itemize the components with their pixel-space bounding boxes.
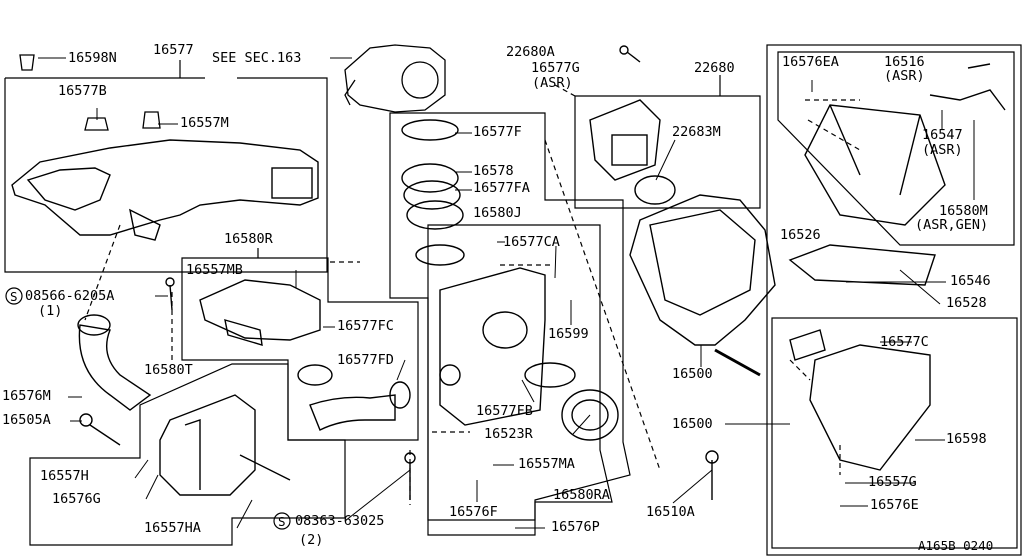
part-label-08566-6205A: 08566-6205A [25, 288, 115, 304]
part-label-16577FB: 16577FB [476, 403, 533, 419]
part-label-16577FD: 16577FD [337, 352, 394, 368]
group-frame-center [389, 112, 631, 536]
part-label-16580M: 16580M [939, 203, 988, 219]
air-filter-housing-16500 [629, 194, 776, 377]
part-label-16577FA: 16577FA [473, 180, 530, 196]
part-label-16580T: 16580T [144, 362, 193, 378]
hoses-and-clamps [77, 119, 619, 441]
part-label-16598N: 16598N [68, 50, 117, 66]
variant-note-asr-gen: (ASR,GEN) [915, 217, 989, 233]
clip-icons [19, 54, 161, 131]
part-label-16547: 16547 [922, 127, 963, 143]
part-label-16516: 16516 [884, 54, 925, 70]
part-label-16557G: 16557G [868, 474, 917, 490]
see-section-note: SEE SEC.163 [212, 50, 302, 66]
part-label-16576EA: 16576EA [782, 54, 839, 70]
resonator-16580R [199, 279, 321, 346]
standard-part-symbol-2 [273, 512, 291, 530]
part-label-22680: 22680 [694, 60, 735, 76]
part-label-16577B: 16577B [58, 83, 107, 99]
part-label-16500-lower: 16500 [672, 416, 713, 432]
part-label-16580RA: 16580RA [553, 487, 610, 503]
part-label-16557M: 16557M [180, 115, 229, 131]
group-frame-16580J [427, 224, 613, 521]
bolt-icons [79, 45, 991, 500]
part-label-16576F: 16576F [449, 504, 498, 520]
part-label-16577CA: 16577CA [503, 234, 560, 250]
part-label-16526: 16526 [780, 227, 821, 243]
group-frame-right [766, 44, 1022, 556]
part-label-16577FC: 16577FC [337, 318, 394, 334]
group-frame-16526 [777, 51, 1015, 246]
air-duct-16577 [11, 139, 319, 241]
mass-air-flow-sensor [589, 99, 676, 205]
group-frame-22680 [574, 95, 761, 209]
part-label-16576E: 16576E [870, 497, 919, 513]
part-label-16577C: 16577C [880, 334, 929, 350]
part-label-16557MB: 16557MB [186, 262, 243, 278]
part-label-16577G: 16577G [531, 60, 580, 76]
throttle-body-sketch [344, 44, 446, 113]
part-label-16500-housing: 16500 [672, 366, 713, 382]
part-label-16557H: 16557H [40, 468, 89, 484]
air-box-center [439, 267, 546, 426]
part-label-16599: 16599 [548, 326, 589, 342]
part-label-08363-63025: 08363-63025 [295, 513, 385, 529]
part-label-16578: 16578 [473, 163, 514, 179]
part-label-16577: 16577 [153, 42, 194, 58]
standard-part-letter-s-1: S [10, 289, 18, 304]
part-label-16580R: 16580R [224, 231, 273, 247]
quantity-note-1: (1) [38, 303, 63, 319]
group-frame-16528 [771, 317, 1018, 549]
variant-note-asr: (ASR) [884, 68, 925, 84]
part-label-16598: 16598 [946, 431, 987, 447]
part-label-16580J: 16580J [473, 205, 522, 221]
part-label-16505A: 16505A [2, 412, 51, 428]
part-label-16546: 16546 [950, 273, 991, 289]
part-label-16576M: 16576M [2, 388, 51, 404]
part-label-16576G: 16576G [52, 491, 101, 507]
part-label-22680A: 22680A [506, 44, 555, 60]
part-label-16557MA: 16557MA [518, 456, 575, 472]
standard-part-letter-s-2: S [278, 514, 286, 529]
diagram-code: A165B 0240 [918, 538, 994, 553]
group-frame-16580R [181, 257, 419, 441]
part-label-16510A: 16510A [646, 504, 695, 520]
resonator-16580T [159, 394, 291, 496]
part-label-16576P: 16576P [551, 519, 600, 535]
part-label-22683M: 22683M [672, 124, 721, 140]
part-label-16577F: 16577F [473, 124, 522, 140]
quantity-note-2: (2) [299, 532, 324, 548]
variant-note-asr: (ASR) [922, 142, 963, 158]
part-label-16523R: 16523R [484, 426, 533, 442]
standard-part-symbol-1 [5, 287, 23, 305]
group-frame-16580T [29, 363, 346, 546]
part-label-16528: 16528 [946, 295, 987, 311]
variant-note-asr: (ASR) [532, 75, 573, 91]
group-frame-16577-b [4, 77, 328, 273]
filter-elements [788, 89, 1006, 471]
part-label-16557HA: 16557HA [144, 520, 201, 536]
